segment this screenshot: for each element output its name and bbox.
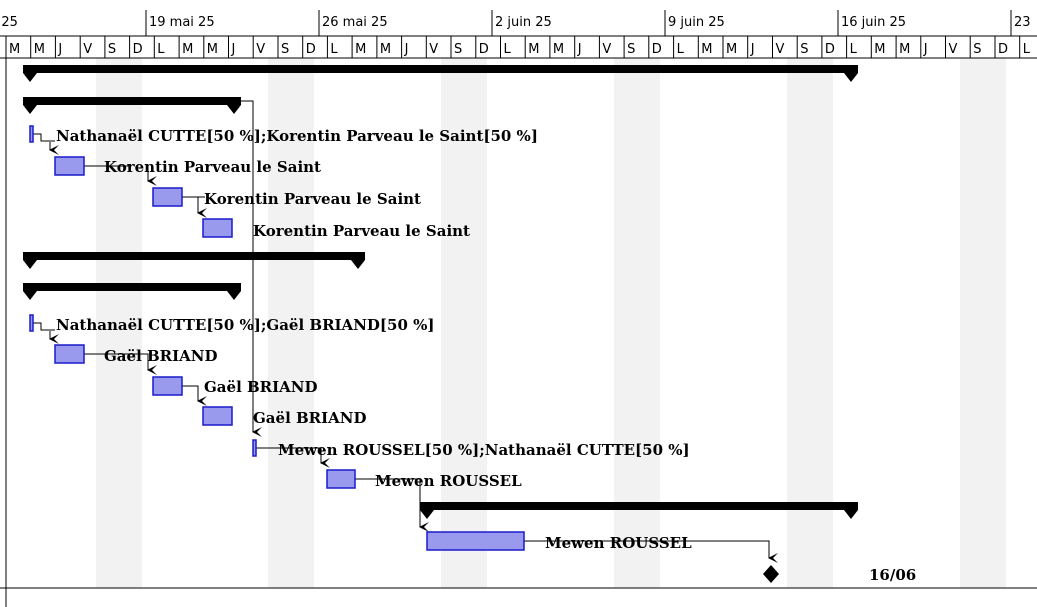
- day-label: L: [677, 42, 685, 57]
- day-label: S: [800, 42, 808, 57]
- day-label: V: [429, 42, 438, 57]
- day-label: M: [899, 42, 910, 57]
- task-bar-gael-2[interactable]: [152, 376, 183, 396]
- task-bar-mewen-1[interactable]: [326, 469, 356, 489]
- day-label: S: [627, 42, 635, 57]
- task-bar-gael-3[interactable]: [202, 406, 233, 426]
- day-label: V: [83, 42, 92, 57]
- day-label: L: [850, 42, 858, 57]
- task-bar-review[interactable]: [252, 439, 257, 457]
- day-label: M: [207, 42, 218, 57]
- day-label: M: [874, 42, 885, 57]
- week-label: 16 juin 25: [841, 15, 906, 30]
- day-label: J: [577, 42, 582, 57]
- day-label: M: [553, 42, 564, 57]
- day-label: V: [256, 42, 265, 57]
- day-label: S: [108, 42, 116, 57]
- week-label: 26 mai 25: [322, 15, 388, 30]
- day-label: M: [34, 42, 45, 57]
- task-label: Mewen ROUSSEL: [375, 472, 522, 490]
- day-label: J: [750, 42, 755, 57]
- task-label: Korentin Parveau le Saint: [253, 222, 470, 240]
- day-label: D: [306, 42, 316, 57]
- day-label: S: [281, 42, 289, 57]
- task-bar-gael-1[interactable]: [54, 344, 85, 364]
- day-label: V: [776, 42, 785, 57]
- day-label: M: [528, 42, 539, 57]
- milestone-diamond[interactable]: [763, 565, 779, 583]
- summary-bars: [23, 65, 858, 519]
- day-label: D: [479, 42, 489, 57]
- milestone-date-label: 16/06: [869, 566, 916, 584]
- dependency-links: [33, 100, 778, 563]
- day-label: S: [454, 42, 462, 57]
- task-bar-korentin-2[interactable]: [152, 187, 183, 207]
- day-label: M: [380, 42, 391, 57]
- task-bar-korentin-3[interactable]: [202, 218, 233, 238]
- day-label: M: [182, 42, 193, 57]
- day-label: J: [231, 42, 236, 57]
- summary-bar-phase-2a[interactable]: [23, 283, 241, 300]
- task-label: Korentin Parveau le Saint: [104, 158, 321, 176]
- day-label: D: [652, 42, 662, 57]
- task-label: Gaël BRIAND: [204, 378, 318, 396]
- week-label: 9 juin 25: [668, 15, 725, 30]
- summary-bar-phase-3[interactable]: [420, 502, 858, 519]
- day-label: L: [330, 42, 338, 57]
- task-bars: [29, 125, 525, 551]
- task-bar-korentin-1[interactable]: [54, 156, 85, 176]
- task-label: Nathanaël CUTTE[50 %];Korentin Parveau l…: [56, 127, 538, 145]
- task-label: Korentin Parveau le Saint: [204, 190, 421, 208]
- summary-bar-project[interactable]: [23, 65, 858, 82]
- task-label: Mewen ROUSSEL: [545, 534, 692, 552]
- week-label: 23: [1014, 15, 1031, 30]
- day-label: J: [923, 42, 928, 57]
- task-label: Nathanaël CUTTE[50 %];Gaël BRIAND[50 %]: [56, 316, 434, 334]
- day-label: M: [355, 42, 366, 57]
- day-label: V: [949, 42, 958, 57]
- week-label: 2 juin 25: [495, 15, 552, 30]
- weekend-shading: [96, 58, 1006, 588]
- day-label: M: [726, 42, 737, 57]
- day-label: J: [404, 42, 409, 57]
- task-label: Mewen ROUSSEL[50 %];Nathanaël CUTTE[50 %…: [278, 441, 690, 459]
- day-label: M: [701, 42, 712, 57]
- day-label: L: [1023, 42, 1031, 57]
- day-label: L: [504, 42, 512, 57]
- day-label: V: [602, 42, 611, 57]
- resource-labels: Nathanaël CUTTE[50 %];Korentin Parveau l…: [56, 127, 916, 584]
- week-label: mai 25: [0, 15, 18, 30]
- task-label: Gaël BRIAND: [253, 409, 367, 427]
- task-bar-kickoff-1[interactable]: [29, 125, 34, 143]
- day-label: D: [998, 42, 1008, 57]
- day-label: J: [57, 42, 62, 57]
- day-label: D: [133, 42, 143, 57]
- day-label: D: [825, 42, 835, 57]
- day-label: L: [157, 42, 165, 57]
- day-label: S: [973, 42, 981, 57]
- day-label: M: [9, 42, 20, 57]
- summary-bar-phase-2[interactable]: [23, 252, 365, 269]
- task-bar-kickoff-2[interactable]: [29, 314, 34, 332]
- task-label: Gaël BRIAND: [104, 347, 218, 365]
- week-label: 19 mai 25: [149, 15, 215, 30]
- task-bar-mewen-2[interactable]: [426, 531, 525, 551]
- summary-bar-phase-1[interactable]: [23, 97, 241, 114]
